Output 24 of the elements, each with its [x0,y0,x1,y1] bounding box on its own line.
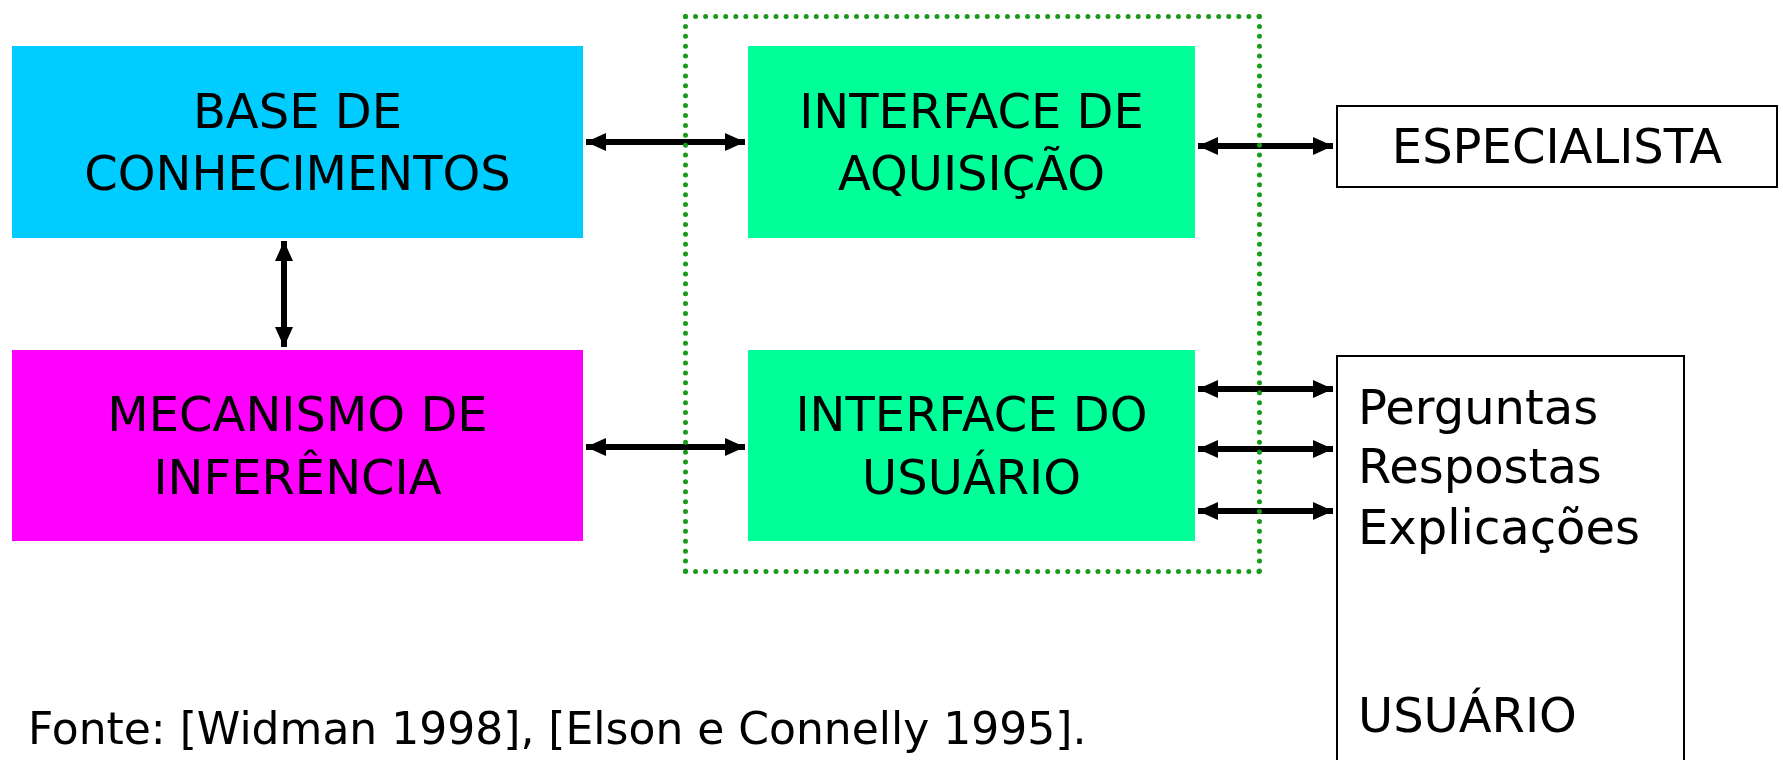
interface-box [748,46,1195,238]
expert-box [1336,105,1778,188]
node-label: BASE DE CONHECIMENTOS [83,81,512,203]
inference-engine-box [12,350,583,541]
knowledge-base-box [12,46,583,238]
double-arrow [1198,380,1333,398]
node-label: INTERFACE DE AQUISIÇÃO [798,81,1145,203]
double-arrow [1198,440,1333,458]
node-label: Explicações [1358,499,1640,557]
node-label: INTERFACE DO USUÁRIO [794,385,1149,507]
source-caption: Fonte: [Widman 1998], [Elson e Connelly 1995]. [28,702,1087,756]
node-label: Perguntas [1358,379,1599,437]
double-arrow [586,438,745,456]
node-label: ESPECIALISTA [1390,117,1724,177]
double-arrow [586,133,745,151]
double-arrow [275,241,293,347]
node-label: USUÁRIO [1358,687,1577,745]
dotted-group-frame [683,14,1262,574]
node-label: MECANISMO DE INFERÊNCIA [106,385,489,507]
double-arrow [1198,137,1333,155]
interface-box [748,350,1195,541]
user-box [1336,355,1685,760]
double-arrow [1198,502,1333,520]
node-label: Respostas [1358,438,1602,496]
